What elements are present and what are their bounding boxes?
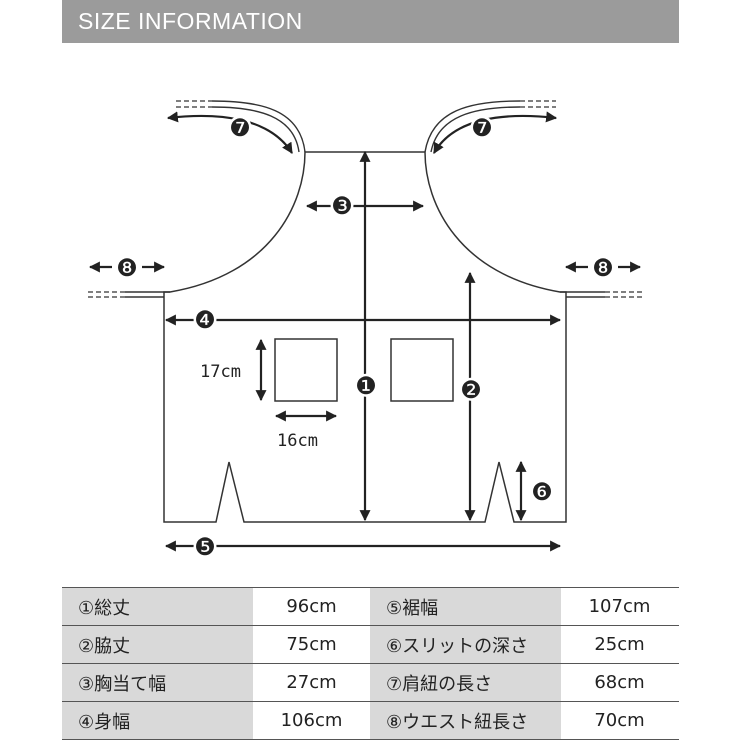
size-value: 70cm bbox=[561, 702, 678, 739]
size-value: 96cm bbox=[253, 588, 370, 625]
size-label: ④身幅 bbox=[62, 702, 253, 739]
marker-7-right: ❼ bbox=[471, 114, 493, 142]
apron-size-diagram: ❶ ❷ ❸ ❹ ❺ ❻ ❼ ❼ ❽ ❽ 17cm 16cm bbox=[88, 100, 642, 561]
table-row: ④身幅 106cm ⑧ウエスト紐長さ 70cm bbox=[62, 702, 679, 740]
table-row: ③胸当て幅 27cm ⑦肩紐の長さ 68cm bbox=[62, 664, 679, 702]
waist-tie-right-dashes bbox=[605, 291, 642, 298]
table-row: ①総丈 96cm ⑤裾幅 107cm bbox=[62, 588, 679, 626]
section-header: SIZE INFORMATION bbox=[62, 0, 679, 43]
size-label: ①総丈 bbox=[62, 588, 253, 625]
size-label: ⑦肩紐の長さ bbox=[370, 664, 561, 701]
size-label: ②脇丈 bbox=[62, 626, 253, 663]
marker-8-right: ❽ bbox=[592, 254, 614, 282]
size-value: 106cm bbox=[253, 702, 370, 739]
apron-outline bbox=[163, 151, 567, 523]
pocket-left bbox=[274, 338, 338, 402]
shoulder-strap-left-dashes bbox=[176, 100, 212, 108]
size-value: 75cm bbox=[253, 626, 370, 663]
size-value: 25cm bbox=[561, 626, 678, 663]
arrow-shoulder-strap-right bbox=[433, 111, 558, 154]
table-row: ②脇丈 75cm ⑥スリットの深さ 25cm bbox=[62, 626, 679, 664]
arrow-shoulder-strap-left bbox=[166, 111, 293, 154]
marker-8-left: ❽ bbox=[116, 254, 138, 282]
marker-4: ❹ bbox=[194, 306, 216, 334]
marker-2: ❷ bbox=[460, 376, 482, 404]
size-value: 107cm bbox=[561, 588, 678, 625]
size-label: ⑤裾幅 bbox=[370, 588, 561, 625]
marker-6: ❻ bbox=[531, 478, 553, 506]
pocket-right bbox=[390, 338, 454, 402]
waist-tie-left bbox=[125, 291, 170, 298]
waist-tie-left-dashes bbox=[88, 291, 125, 298]
section-title: SIZE INFORMATION bbox=[78, 8, 303, 34]
marker-1: ❶ bbox=[355, 372, 377, 400]
shoulder-strap-right-dashes bbox=[520, 100, 556, 108]
waist-tie-right bbox=[560, 291, 605, 298]
marker-3: ❸ bbox=[331, 192, 353, 220]
size-label: ⑧ウエスト紐長さ bbox=[370, 702, 561, 739]
marker-7-left: ❼ bbox=[229, 114, 251, 142]
marker-5: ❺ bbox=[194, 533, 216, 561]
size-label: ⑥スリットの深さ bbox=[370, 626, 561, 663]
pocket-width-label: 16cm bbox=[277, 431, 318, 451]
size-value: 68cm bbox=[561, 664, 678, 701]
size-value: 27cm bbox=[253, 664, 370, 701]
pocket-height-label: 17cm bbox=[200, 362, 241, 382]
size-table: ①総丈 96cm ⑤裾幅 107cm ②脇丈 75cm ⑥スリットの深さ 25c… bbox=[62, 587, 679, 740]
size-label: ③胸当て幅 bbox=[62, 664, 253, 701]
